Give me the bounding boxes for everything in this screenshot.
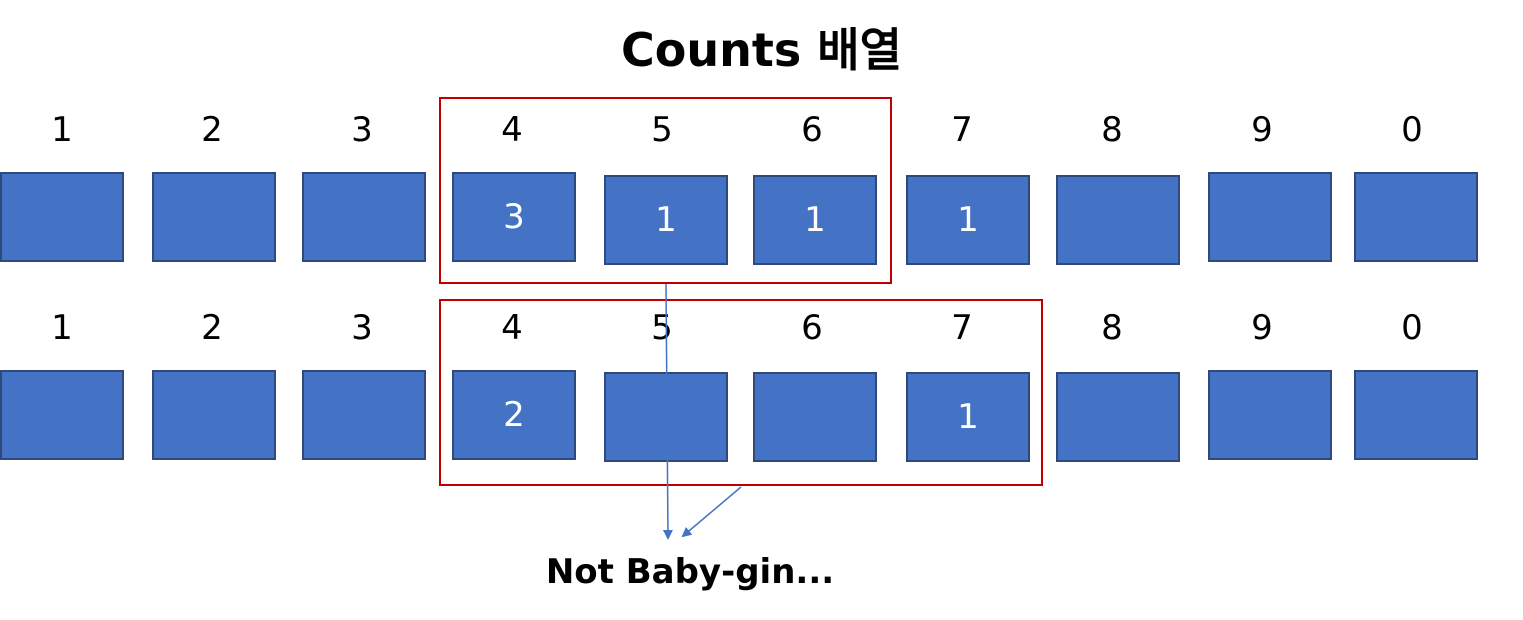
row1-label: 5 xyxy=(651,110,673,150)
row2-label: 4 xyxy=(501,308,523,348)
row1-label: 0 xyxy=(1401,110,1423,150)
count-cell xyxy=(1354,172,1478,262)
page-title: Counts 배열 xyxy=(621,23,902,77)
count-cell xyxy=(1056,372,1180,462)
row2-label: 1 xyxy=(51,308,73,348)
row1-label: 1 xyxy=(51,110,73,150)
count-cell: 1 xyxy=(906,372,1030,462)
row1-label: 8 xyxy=(1101,110,1123,150)
count-cell: 1 xyxy=(604,175,728,265)
row1-label: 3 xyxy=(351,110,373,150)
row2-label: 8 xyxy=(1101,308,1123,348)
count-cell xyxy=(1208,172,1332,262)
count-cell: 1 xyxy=(753,175,877,265)
count-cell: 2 xyxy=(452,370,576,460)
count-cell xyxy=(753,372,877,462)
row2-label: 6 xyxy=(801,308,823,348)
count-cell xyxy=(1056,175,1180,265)
row2-label: 9 xyxy=(1251,308,1273,348)
result-caption: Not Baby-gin... xyxy=(545,552,835,592)
row2-label: 2 xyxy=(201,308,223,348)
count-cell: 3 xyxy=(452,172,576,262)
row1-label: 2 xyxy=(201,110,223,150)
arrow-from-row1 xyxy=(662,283,673,540)
count-cell xyxy=(152,172,276,262)
count-cell xyxy=(0,172,124,262)
row1-label: 4 xyxy=(501,110,523,150)
row2-label: 7 xyxy=(951,308,973,348)
row2-label: 0 xyxy=(1401,308,1423,348)
count-cell xyxy=(302,370,426,460)
row1-label: 6 xyxy=(801,110,823,150)
row2-label: 5 xyxy=(651,308,673,348)
count-cell: 1 xyxy=(906,175,1030,265)
row1-label: 7 xyxy=(951,110,973,150)
row1-label: 9 xyxy=(1251,110,1273,150)
count-cell xyxy=(1354,370,1478,460)
row2-label: 3 xyxy=(351,308,373,348)
highlight-box-row2 xyxy=(439,299,1043,486)
count-cell xyxy=(0,370,124,460)
arrow-from-row2 xyxy=(681,486,742,538)
highlight-box-row1 xyxy=(439,97,892,284)
count-cell xyxy=(1208,370,1332,460)
count-cell xyxy=(152,370,276,460)
count-cell xyxy=(302,172,426,262)
